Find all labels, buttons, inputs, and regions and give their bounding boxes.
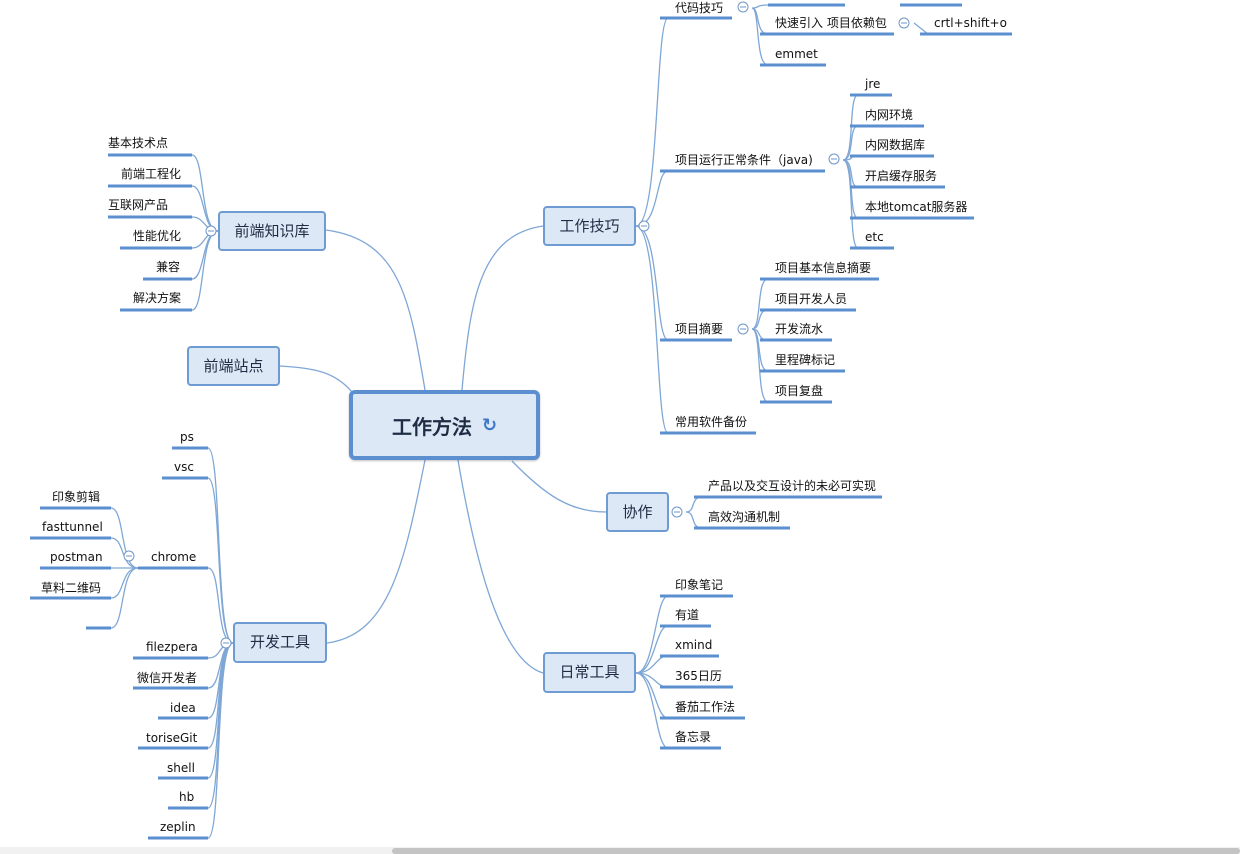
subtopic[interactable]: 前端工程化 bbox=[121, 167, 182, 181]
collapse-icon[interactable] bbox=[737, 323, 749, 335]
collapse-icon[interactable] bbox=[220, 637, 232, 649]
subtopic-software-backup[interactable]: 常用软件备份 bbox=[675, 415, 748, 429]
subtopic[interactable]: emmet bbox=[775, 47, 818, 61]
subtopic[interactable]: etc bbox=[865, 230, 884, 244]
subtopic[interactable]: 印象剪辑 bbox=[52, 490, 101, 504]
subtopic[interactable]: toriseGit bbox=[146, 731, 198, 745]
subtopic[interactable]: ps bbox=[180, 430, 194, 444]
collapse-icon[interactable] bbox=[205, 225, 217, 237]
subtopic[interactable]: 互联网产品 bbox=[108, 198, 169, 212]
subtopic[interactable]: 项目复盘 bbox=[775, 384, 824, 398]
subtopic[interactable]: 快速引入 项目依赖包 bbox=[775, 16, 887, 30]
subtopic[interactable]: 印象笔记 bbox=[675, 578, 724, 592]
topic-work-tips[interactable]: 工作技巧 bbox=[543, 206, 636, 246]
subtopic[interactable]: zeplin bbox=[160, 820, 196, 834]
topic-label: 开发工具 bbox=[249, 633, 310, 651]
subtopic[interactable]: 产品以及交互设计的未必可实现 bbox=[708, 479, 877, 493]
topic-label: 前端知识库 bbox=[234, 221, 310, 240]
subtopic[interactable]: filezpera bbox=[146, 640, 198, 654]
subtopic[interactable]: jre bbox=[865, 77, 881, 91]
label-underlines bbox=[30, 3, 1012, 840]
topic-collaboration[interactable]: 协作 bbox=[606, 492, 669, 532]
subtopic[interactable]: vsc bbox=[174, 460, 194, 474]
subtopic[interactable]: 内网环境 bbox=[865, 108, 914, 122]
topic-dev-tools[interactable]: 开发工具 bbox=[233, 622, 327, 663]
subtopic[interactable]: 里程碑标记 bbox=[775, 353, 836, 367]
collapse-icon[interactable] bbox=[737, 1, 749, 13]
subtopic[interactable]: fasttunnel bbox=[42, 520, 103, 534]
refresh-icon[interactable]: ↻ bbox=[481, 414, 498, 436]
subtopic-project-run[interactable]: 项目运行正常条件（java) bbox=[675, 153, 813, 167]
subtopic[interactable]: 开发流水 bbox=[775, 322, 824, 336]
subtopic[interactable]: 性能优化 bbox=[133, 229, 182, 243]
subtopic[interactable]: hb bbox=[179, 790, 195, 804]
collapse-icon[interactable] bbox=[671, 506, 683, 518]
topic-label: 工作技巧 bbox=[559, 216, 620, 235]
subtopic[interactable]: 微信开发者 bbox=[137, 671, 198, 685]
topic-frontend-knowledge-base[interactable]: 前端知识库 bbox=[218, 211, 326, 251]
subtopic[interactable]: 高效沟通机制 bbox=[708, 510, 781, 524]
topic-label: 协作 bbox=[622, 502, 653, 521]
subtopic[interactable]: idea bbox=[170, 701, 196, 715]
subtopic[interactable]: 基本技术点 bbox=[108, 136, 169, 150]
subtopic-chrome[interactable]: chrome bbox=[151, 550, 197, 564]
subtopic[interactable]: 番茄工作法 bbox=[675, 700, 736, 714]
topic-label: 日常工具 bbox=[559, 663, 620, 681]
subtopic[interactable]: 项目开发人员 bbox=[775, 292, 848, 306]
subtopic[interactable]: 开启缓存服务 bbox=[865, 169, 938, 183]
subtopic[interactable]: 内网数据库 bbox=[865, 138, 926, 152]
subtopic[interactable]: shell bbox=[167, 761, 195, 775]
subtopic[interactable]: 有道 bbox=[675, 608, 700, 622]
subtopic[interactable]: xmind bbox=[675, 638, 713, 652]
scrollbar-thumb[interactable] bbox=[392, 848, 1240, 854]
collapse-icon[interactable] bbox=[828, 153, 840, 165]
subtopic-code-tips[interactable]: 代码技巧 bbox=[675, 1, 724, 15]
topic-frontend-sites[interactable]: 前端站点 bbox=[187, 346, 280, 386]
collapse-icon[interactable] bbox=[898, 17, 910, 29]
subtopic[interactable]: 本地tomcat服务器 bbox=[865, 200, 968, 214]
topic-daily-tools[interactable]: 日常工具 bbox=[543, 652, 636, 693]
subtopic[interactable]: 365日历 bbox=[675, 669, 722, 683]
subtopic[interactable]: 备忘录 bbox=[675, 730, 712, 744]
collapse-icon[interactable] bbox=[123, 550, 135, 562]
subtopic-project-summary[interactable]: 项目摘要 bbox=[675, 322, 724, 336]
subtopic[interactable]: crtl+shift+o bbox=[934, 16, 1007, 30]
subtopic[interactable]: 项目基本信息摘要 bbox=[775, 261, 872, 275]
central-topic-label: 工作方法 bbox=[391, 414, 472, 439]
collapse-icon[interactable] bbox=[638, 220, 650, 232]
subtopic[interactable]: 草料二维码 bbox=[41, 581, 102, 595]
topic-label: 前端站点 bbox=[203, 356, 264, 375]
central-topic[interactable]: 工作方法 ↻ bbox=[349, 390, 540, 460]
collapse-toggles bbox=[123, 1, 910, 649]
subtopic[interactable]: postman bbox=[50, 550, 103, 564]
subtopic[interactable]: 解决方案 bbox=[133, 291, 182, 305]
subtopic[interactable]: 兼容 bbox=[156, 260, 181, 274]
